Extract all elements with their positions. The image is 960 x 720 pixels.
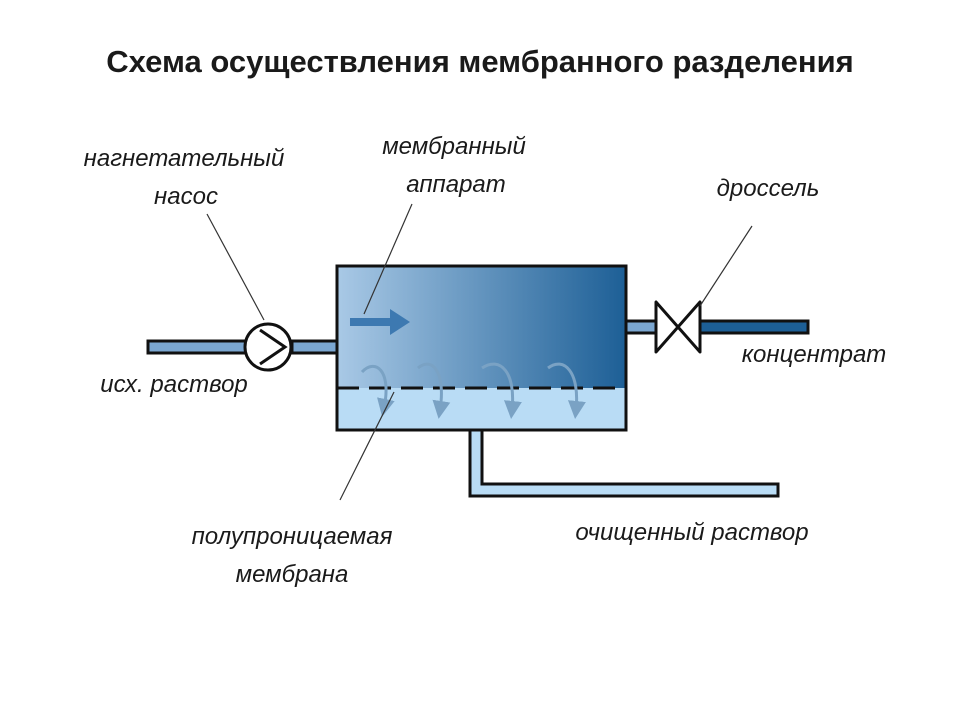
throttle-inlet-pipe: [624, 319, 658, 335]
pump-label-line2: насос: [154, 183, 218, 210]
pump-icon: [243, 322, 293, 372]
pump-label-line1: нагнетательный: [84, 145, 285, 172]
apparatus-retentate-chamber: [337, 266, 626, 388]
feed-pipe: [146, 339, 250, 355]
concentrate-label: концентрат: [742, 341, 887, 368]
throttle-label: дроссель: [717, 175, 820, 202]
membrane-label-line2: мембрана: [236, 561, 349, 588]
diagram-title: Схема осуществления мембранного разделен…: [106, 44, 854, 79]
membrane-leader-line: [339, 391, 395, 501]
throttle-valve-icon: [654, 300, 702, 354]
permeate-pipe: [468, 428, 780, 498]
apparatus-label-line1: мембранный: [382, 133, 526, 160]
apparatus-label-line2: аппарат: [406, 171, 506, 198]
membrane-label-line1: полупроницаемая: [192, 523, 393, 550]
throttle-leader-line: [699, 225, 753, 307]
flow-arrow-icon: [350, 309, 410, 335]
apparatus-leader-line: [363, 203, 413, 315]
concentrate-pipe: [698, 319, 810, 335]
apparatus-permeate-chamber: [337, 388, 626, 430]
permeation-arrows-icon: [360, 362, 586, 419]
pump-outlet-pipe: [290, 339, 340, 355]
permeate-label: очищенный раствор: [575, 519, 808, 546]
feed-label: исх. раствор: [100, 371, 248, 398]
pump-leader-line: [206, 213, 265, 321]
